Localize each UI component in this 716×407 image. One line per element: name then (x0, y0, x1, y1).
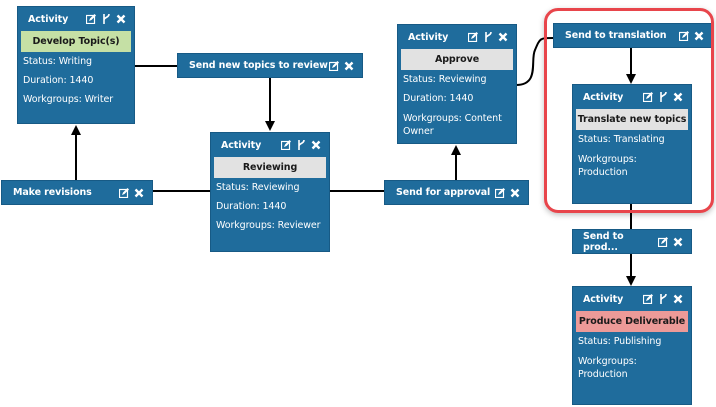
branch-icon[interactable] (658, 92, 668, 102)
activity-header: Activity (18, 7, 134, 31)
activity-header-label: Activity (408, 31, 449, 43)
activity-status: Status: Writing (23, 56, 92, 67)
activity-duration: Duration: 1440 (23, 75, 94, 86)
activity-title: Develop Topic(s) (21, 31, 131, 52)
activity-header: Activity (573, 287, 691, 311)
edit-icon[interactable] (495, 187, 505, 198)
close-icon[interactable] (510, 188, 520, 198)
transition-send-to-translation[interactable]: Send to translation (553, 23, 713, 48)
close-icon[interactable] (694, 31, 704, 41)
close-icon[interactable] (134, 188, 144, 198)
branch-icon[interactable] (101, 14, 111, 24)
activity-status: Status: Reviewing (403, 74, 487, 85)
activity-workgroups: Workgroups: Production (578, 356, 637, 380)
activity-header: Activity (398, 25, 516, 49)
branch-icon[interactable] (296, 140, 306, 150)
close-icon[interactable] (498, 32, 508, 42)
transition-send-to-production[interactable]: Send to prod... (572, 229, 692, 254)
transition-label: Send for approval (396, 187, 491, 198)
activity-header-label: Activity (583, 293, 624, 305)
transition-label: Send to translation (565, 30, 667, 41)
activity-header: Activity (573, 85, 691, 109)
branch-icon[interactable] (483, 32, 493, 42)
activity-title: Translate new topics (576, 109, 688, 130)
activity-node-approve[interactable]: Activity Approve Status: Reviewing Durat… (397, 24, 517, 144)
transition-send-new-topics-to-review[interactable]: Send new topics to review (177, 53, 363, 78)
edit-icon[interactable] (329, 60, 339, 71)
arrow-into-produce (626, 276, 636, 286)
activity-header-label: Activity (28, 13, 69, 25)
activity-title: Approve (401, 49, 513, 70)
arrow-into-reviewing (265, 121, 275, 131)
transition-label: Send new topics to review (189, 60, 328, 71)
edit-icon[interactable] (679, 30, 689, 41)
activity-title: Produce Deliverable (576, 311, 688, 332)
branch-icon[interactable] (658, 294, 668, 304)
close-icon[interactable] (116, 14, 126, 24)
activity-header: Activity (211, 133, 329, 157)
close-icon[interactable] (673, 92, 683, 102)
edit-icon[interactable] (643, 294, 653, 304)
activity-node-produce-deliverable[interactable]: Activity Produce Deliverable Status: Pub… (572, 286, 692, 405)
activity-workgroups: Workgroups: Writer (23, 94, 114, 105)
close-icon[interactable] (311, 140, 321, 150)
activity-node-reviewing[interactable]: Activity Reviewing Status: Reviewing Dur… (210, 132, 330, 252)
arrow-into-develop (71, 125, 81, 135)
activity-duration: Duration: 1440 (216, 201, 287, 212)
edit-icon[interactable] (86, 14, 96, 24)
transition-send-for-approval[interactable]: Send for approval (384, 180, 529, 205)
arrow-into-approve (451, 145, 461, 155)
activity-node-develop-topics[interactable]: Activity Develop Topic(s) Status: Writin… (17, 6, 135, 124)
transition-make-revisions[interactable]: Make revisions (1, 180, 153, 205)
close-icon[interactable] (673, 237, 683, 247)
connector-approve-to-send-translation (515, 37, 554, 86)
activity-status: Status: Reviewing (216, 182, 300, 193)
activity-workgroups: Workgroups: Reviewer (216, 220, 321, 231)
arrow-into-translate (626, 74, 636, 84)
activity-header-label: Activity (221, 139, 262, 151)
transition-label: Send to prod... (583, 230, 624, 253)
activity-workgroups: Workgroups: Content Owner (403, 113, 502, 137)
activity-status: Status: Publishing (578, 336, 662, 347)
edit-icon[interactable] (658, 236, 668, 247)
edit-icon[interactable] (281, 140, 291, 150)
edit-icon[interactable] (643, 92, 653, 102)
activity-node-translate-new-topics[interactable]: Activity Translate new topics Status: Tr… (572, 84, 692, 204)
activity-workgroups: Workgroups: Production (578, 154, 637, 178)
close-icon[interactable] (673, 294, 683, 304)
edit-icon[interactable] (468, 32, 478, 42)
edit-icon[interactable] (119, 187, 129, 198)
transition-label: Make revisions (13, 187, 92, 198)
activity-duration: Duration: 1440 (403, 93, 474, 104)
close-icon[interactable] (344, 61, 354, 71)
activity-header-label: Activity (583, 91, 624, 103)
activity-title: Reviewing (214, 157, 326, 178)
activity-status: Status: Translating (578, 134, 665, 145)
